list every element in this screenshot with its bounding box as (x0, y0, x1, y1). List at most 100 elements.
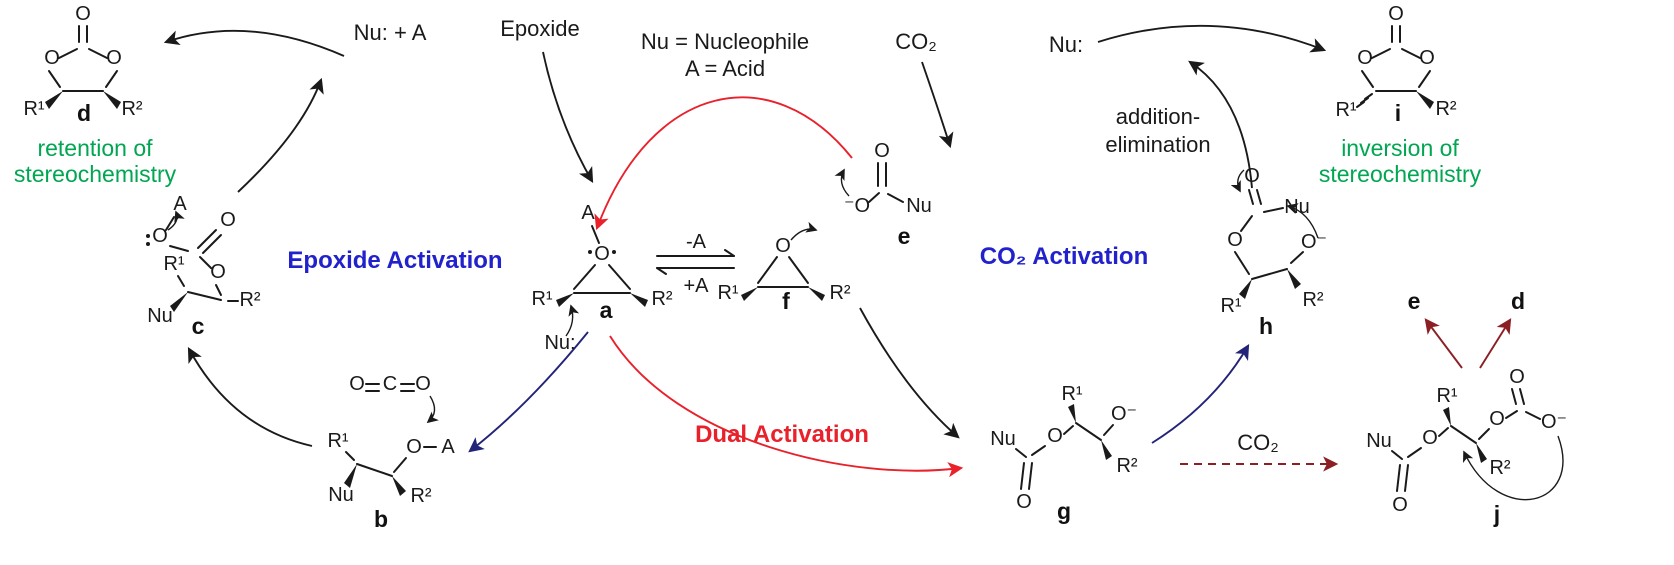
title-dual-activation: Dual Activation (695, 421, 869, 448)
curved-arrow-icon (1230, 169, 1245, 193)
atom-o: O (106, 47, 122, 69)
arrow-nu-to-i (1097, 24, 1327, 53)
cycle-arrows (163, 24, 1512, 478)
arrow-nu-plus-a-to-d (163, 29, 345, 57)
atom-o: O (406, 436, 422, 458)
atom-o: O (1227, 229, 1243, 251)
structure-label-g: g (1057, 498, 1071, 524)
atom-o: O (1357, 47, 1373, 69)
atom-o-minus: O⁻ (1541, 411, 1567, 433)
arrow-b-to-c (187, 346, 313, 447)
structure-label-i: i (1395, 100, 1401, 126)
structure-h: O Nu O O⁻ R¹ R² h (1220, 165, 1327, 339)
atom-o: O (75, 3, 91, 25)
label-nu-right: Nu: (1049, 32, 1083, 57)
atom-nu: Nu (328, 484, 354, 506)
arrow-j-to-e (1424, 318, 1463, 369)
atom-o: O (220, 209, 236, 231)
structure-label-d: d (77, 100, 91, 126)
atom-o: O (1392, 494, 1408, 516)
structure-label-j: j (1493, 501, 1500, 527)
atom-nu: Nu (1366, 430, 1392, 452)
atom-o: O (1016, 491, 1032, 513)
atom-r1: R¹ (23, 98, 44, 120)
structure-d: O O O R¹ R² d (23, 3, 142, 126)
caption-retention-line2: stereochemistry (14, 161, 177, 187)
equilibrium-arrows: -A +A (656, 231, 735, 297)
label-co2-bottom: CO₂ (1237, 430, 1279, 455)
product-ref-e: e (1408, 288, 1421, 314)
atom-o: O (874, 140, 890, 162)
atom-o: O (152, 225, 168, 247)
label-addition: addition- (1116, 104, 1200, 129)
atom-nu: Nu (147, 305, 173, 327)
label-elimination: elimination (1105, 132, 1210, 157)
structure-c: A O O O R¹ Nu R² c (146, 193, 261, 339)
atom-o-minus: O⁻ (1301, 231, 1327, 253)
atom-o: O (775, 235, 791, 257)
atom-o: O (415, 373, 431, 395)
atom-r1: R¹ (1436, 385, 1457, 407)
atom-r2: R² (829, 282, 850, 304)
structure-label-a: a (600, 297, 613, 323)
product-ref-d: d (1511, 288, 1525, 314)
curved-arrow-icon (790, 221, 818, 241)
atom-c: C (383, 373, 397, 395)
curved-arrow-icon (834, 168, 850, 197)
arrow-dual-e-to-a (594, 96, 853, 231)
caption-inversion-line2: stereochemistry (1319, 161, 1482, 187)
atom-o: O (44, 47, 60, 69)
arrow-co2-to-e (921, 61, 954, 149)
arrow-g-to-h (1151, 344, 1250, 444)
atom-o: O (1047, 425, 1063, 447)
atom-r1: R¹ (1220, 295, 1241, 317)
arrow-h-to-nu (1188, 60, 1253, 189)
atom-r2: R² (239, 289, 260, 311)
title-epoxide-activation: Epoxide Activation (287, 247, 502, 274)
curved-arrow-icon (1286, 203, 1319, 239)
curved-arrow-icon (565, 304, 580, 337)
label-epoxide: Epoxide (500, 16, 580, 41)
atom-nu: Nu (990, 428, 1016, 450)
structure-label-h: h (1259, 313, 1273, 339)
label-co2-top: CO₂ (895, 29, 937, 54)
arrow-dual-a-to-g (609, 335, 964, 478)
label-plus-a: +A (683, 275, 709, 297)
atom-r2: R² (1435, 98, 1456, 120)
arrow-a-to-b (468, 331, 589, 453)
curved-arrow-icon (1463, 435, 1564, 501)
label-nu-plus-a: Nu: + A (354, 20, 427, 45)
structure-label-b: b (374, 506, 388, 532)
structure-g: Nu O O R¹ O⁻ R² g (990, 383, 1138, 524)
arrow-j-to-d (1479, 318, 1512, 369)
atom-o: O (1509, 366, 1525, 388)
atom-o: O (1388, 3, 1404, 25)
atom-r2: R² (1302, 289, 1323, 311)
atom-o-minus: O⁻ (1111, 403, 1137, 425)
structure-label-e: e (898, 223, 911, 249)
structure-f: O R¹ R² f (717, 221, 851, 314)
atom-nu: Nu (1284, 196, 1310, 218)
label-a-definition: A = Acid (685, 56, 765, 81)
structure-e: ⁻O O Nu e (834, 140, 932, 249)
atom-nu: Nu (906, 195, 932, 217)
atom-o: O (1244, 165, 1260, 187)
atom-a: A (581, 202, 595, 224)
atom-r1: R¹ (1061, 383, 1082, 405)
arrow-e-to-g (859, 307, 960, 439)
curved-arrow-icon (426, 395, 439, 424)
atom-r2: R² (121, 98, 142, 120)
atom-r2: R² (410, 485, 431, 507)
atom-nu-lone-pair: Nu: (544, 332, 575, 354)
caption-inversion-line1: inversion of (1341, 135, 1459, 161)
title-co2-activation: CO₂ Activation (980, 243, 1148, 270)
atom-o: O (594, 243, 610, 265)
structure-j: Nu O O R¹ R² O O O⁻ j (1366, 366, 1567, 527)
atom-o: O (1489, 408, 1505, 430)
atom-o: O (210, 261, 226, 283)
atom-a: A (173, 193, 187, 215)
structure-label-f: f (782, 288, 790, 314)
atom-o: O (1419, 47, 1435, 69)
